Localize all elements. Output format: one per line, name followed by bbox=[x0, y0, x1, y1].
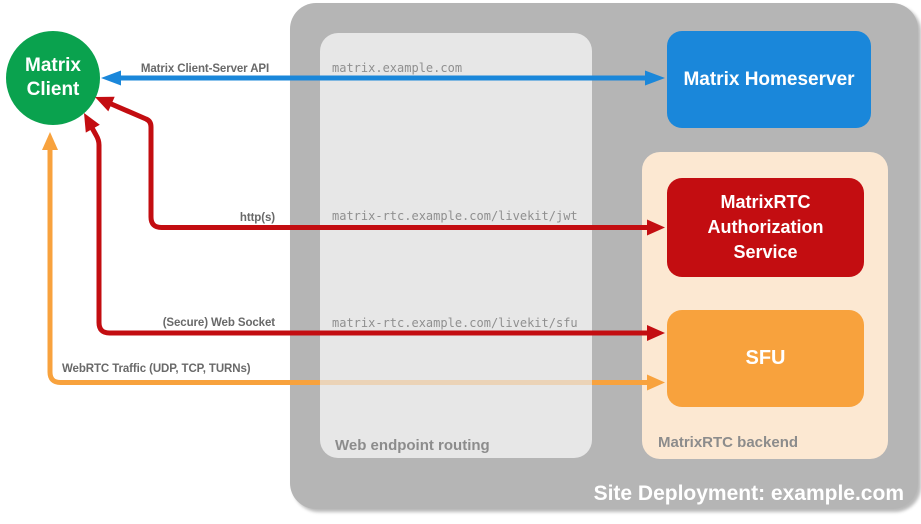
web-endpoint-routing-label: Web endpoint routing bbox=[335, 437, 490, 454]
client-server-api-edge-label: Matrix Client-Server API bbox=[140, 63, 270, 75]
route-matrix-example-com: matrix.example.com bbox=[332, 61, 463, 75]
sfu-node: SFU bbox=[667, 310, 864, 407]
arrowhead-left-icon bbox=[95, 96, 115, 112]
route-livekit-sfu: matrix-rtc.example.com/livekit/sfu bbox=[332, 316, 578, 330]
matrixrtc-backend-label: MatrixRTC backend bbox=[658, 434, 799, 451]
matrix-homeserver-node: Matrix Homeserver bbox=[667, 31, 871, 128]
https-edge-label: http(s) bbox=[239, 212, 275, 224]
arrowhead-left-icon bbox=[84, 113, 100, 133]
web-endpoint-routing-box: Web endpoint routing bbox=[320, 33, 592, 458]
arrowhead-top-icon bbox=[42, 132, 58, 150]
websocket-edge-label: (Secure) Web Socket bbox=[162, 317, 275, 329]
arrowhead-left-icon bbox=[101, 70, 121, 86]
edge-line bbox=[47, 149, 320, 385]
matrix-client-node: Matrix Client bbox=[6, 31, 100, 125]
webrtc-traffic-edge-label: WebRTC Traffic (UDP, TCP, TURNs) bbox=[62, 363, 251, 375]
route-livekit-jwt: matrix-rtc.example.com/livekit/jwt bbox=[332, 209, 578, 223]
site-deployment-label: Site Deployment: example.com bbox=[593, 482, 904, 505]
matrixrtc-authorization-service-node: MatrixRTC Authorization Service bbox=[667, 178, 864, 277]
